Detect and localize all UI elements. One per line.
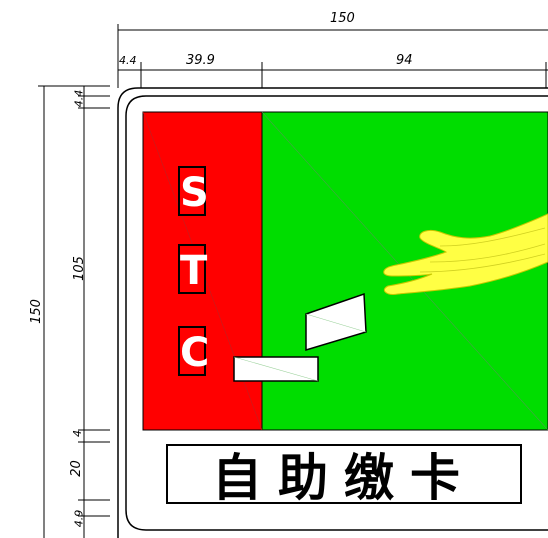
construction-line <box>305 313 367 333</box>
dim-left-gap: 4 <box>71 430 84 437</box>
letter-s: S <box>178 166 209 216</box>
hand-illustration <box>383 213 548 295</box>
sign-inner-frame <box>125 95 548 531</box>
letter-t: T <box>178 244 207 294</box>
caption-box: 自助缴卡 <box>166 444 522 507</box>
top-dimension-lines <box>117 24 548 88</box>
dim-left-panel-height: 105 <box>71 256 87 281</box>
dim-top-total: 150 <box>330 11 355 26</box>
dim-top-green-width: 94 <box>396 53 413 68</box>
left-dimension-lines <box>38 85 110 538</box>
dim-left-caption-height: 20 <box>68 460 84 477</box>
dim-top-left-margin: 4.4 <box>119 54 137 67</box>
letter-c: C <box>178 326 209 376</box>
caption-text: 自助缴卡 <box>212 449 476 507</box>
dim-top-red-width: 39.9 <box>186 53 215 68</box>
dim-left-top-margin: 4.4 <box>72 89 86 108</box>
sign-outer-frame <box>117 87 548 538</box>
dim-left-total: 150 <box>28 299 44 324</box>
dim-left-bottom-margin: 4.9 <box>72 509 86 528</box>
construction-line <box>233 356 319 382</box>
